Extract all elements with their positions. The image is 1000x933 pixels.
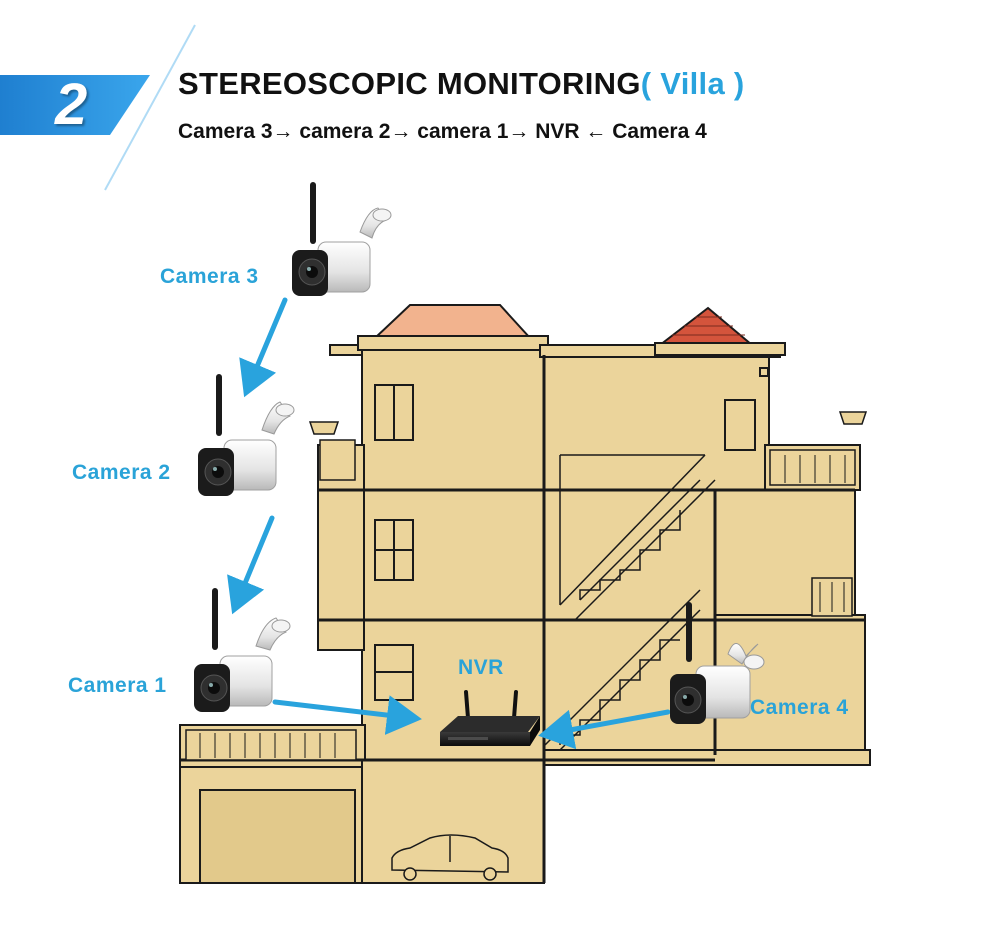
arrow-icon [248,300,285,388]
camera-icon [292,182,391,296]
nvr-label: NVR [458,656,504,680]
camera3-label: Camera 3 [160,265,259,289]
villa-building [180,305,870,883]
arrow-icon [236,518,272,605]
camera2-label: Camera 2 [72,461,171,485]
camera-icon [194,588,290,712]
camera-icon [198,374,294,496]
camera4-label: Camera 4 [750,696,849,720]
camera1-label: Camera 1 [68,674,167,698]
